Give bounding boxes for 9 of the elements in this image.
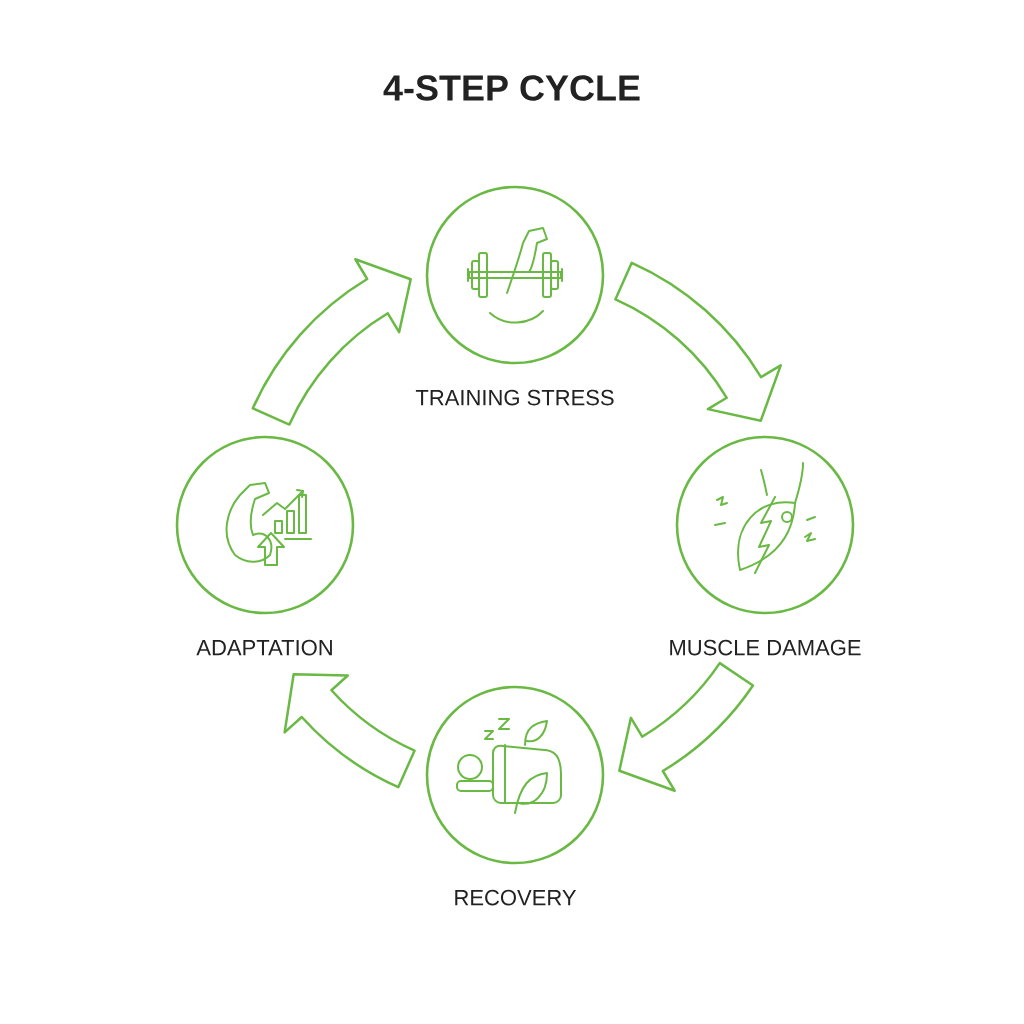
node-label: ADAPTATION [196, 639, 332, 656]
arrow [618, 661, 755, 792]
arrow [614, 261, 782, 422]
node-label: RECOVERY [455, 889, 577, 906]
arrow [251, 258, 412, 426]
arrow [283, 673, 416, 789]
node-label: MUSCLE DAMAGE [670, 639, 861, 656]
title: 4-STEP CYCLE [383, 75, 640, 101]
node-label: TRAINING STRESS [415, 389, 614, 406]
